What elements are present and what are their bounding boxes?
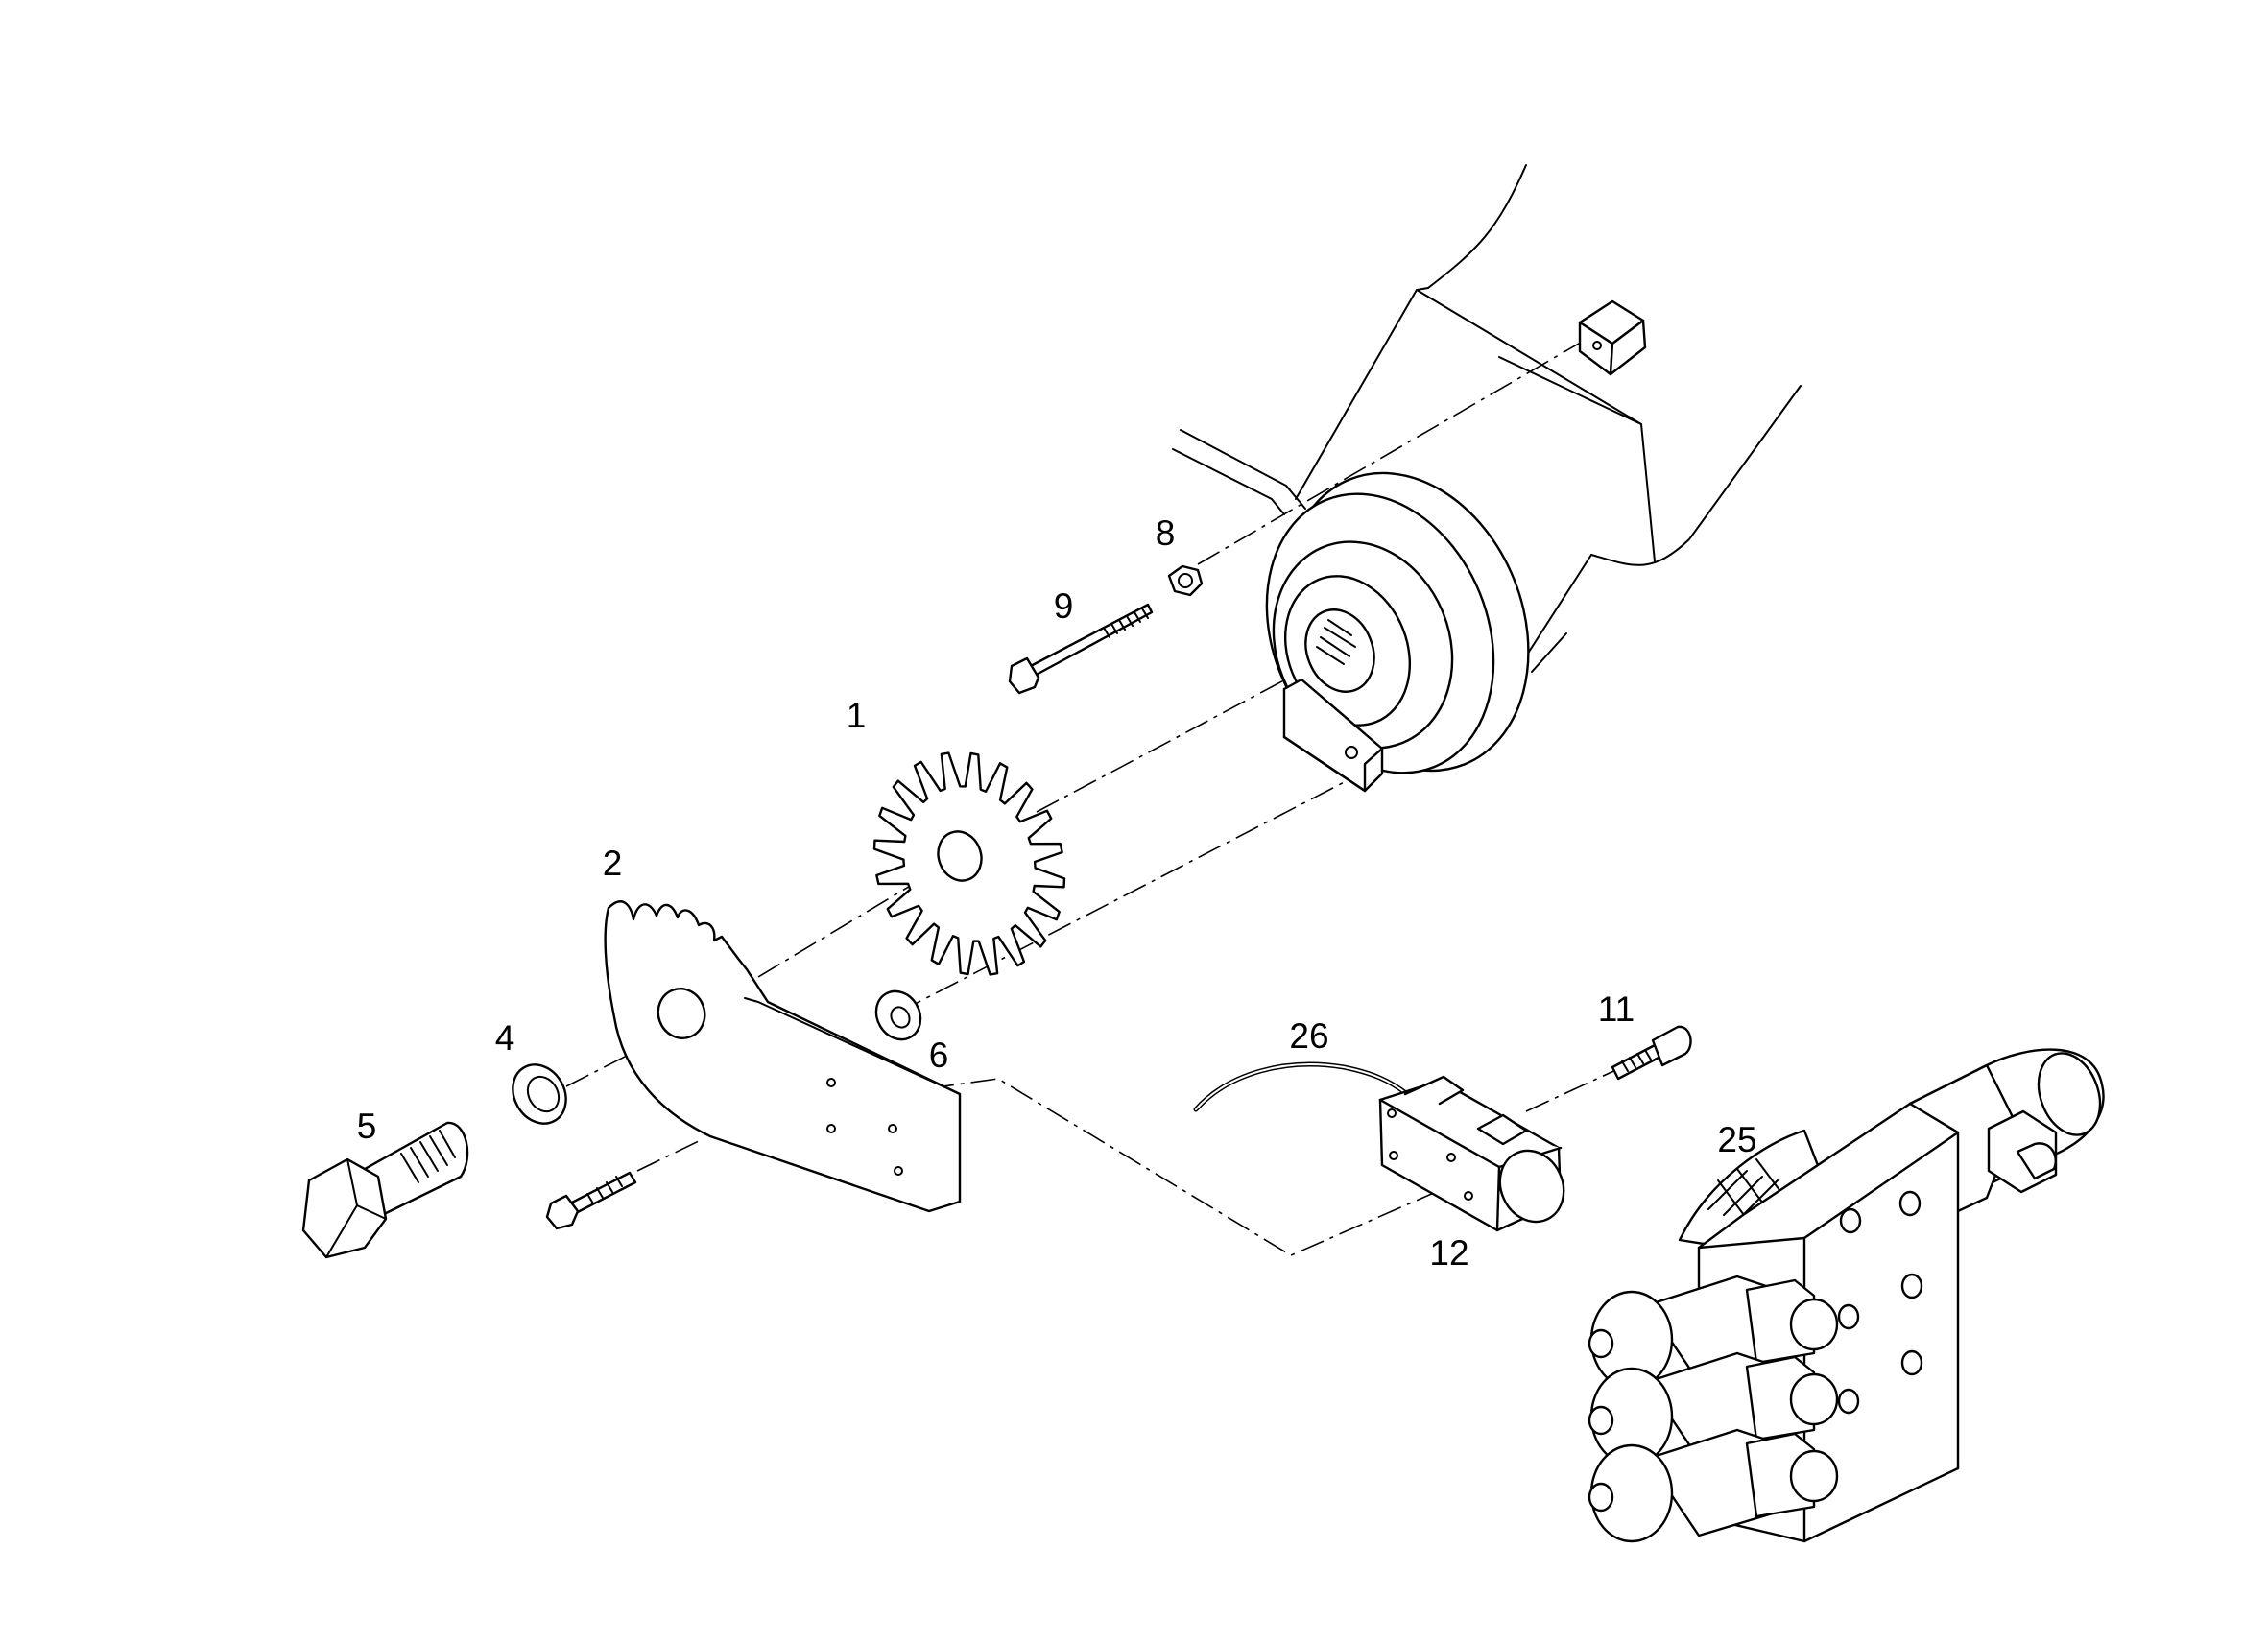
callout-part-8: 8 xyxy=(1156,513,1176,553)
machine-arm xyxy=(1172,164,1802,673)
mount-plate xyxy=(1282,678,1384,793)
callout-part-12: 12 xyxy=(1429,1233,1468,1273)
sensor-part-12 xyxy=(1378,1075,1565,1232)
callout-labels: 1 2 4 5 6 8 9 11 12 25 26 xyxy=(357,513,1757,1273)
axis-screw-to-sensor xyxy=(1525,1066,1623,1112)
small-washer-part-6 xyxy=(874,989,922,1041)
axis-gear-to-hub xyxy=(1036,652,1337,813)
axis-screw-to-bracket xyxy=(636,1139,702,1172)
socket-screw-part-11 xyxy=(1611,1025,1692,1081)
axis-bolt-to-washer xyxy=(565,1026,684,1087)
axis-bracket-to-gear xyxy=(757,855,961,978)
square-block xyxy=(1578,299,1647,376)
callout-part-6: 6 xyxy=(929,1036,949,1075)
valve-cartridge-bottom xyxy=(1588,1428,1839,1543)
axis-nut-to-block xyxy=(1197,333,1596,565)
washer-part-4 xyxy=(512,1063,567,1125)
callout-part-9: 9 xyxy=(1054,586,1074,626)
bracket-part-2 xyxy=(604,900,962,1213)
axis-washer-to-plate xyxy=(897,774,1358,1013)
callout-part-2: 2 xyxy=(603,844,623,883)
callout-part-26: 26 xyxy=(1289,1016,1328,1056)
pivot-hub xyxy=(1265,471,1530,774)
hex-nut-part-8 xyxy=(1167,564,1204,597)
callout-part-4: 4 xyxy=(495,1018,515,1058)
long-bolt-part-9 xyxy=(1008,603,1154,695)
callout-part-1: 1 xyxy=(847,696,867,735)
cable-part-26 xyxy=(1193,1061,1410,1112)
valve-cartridge-middle xyxy=(1588,1351,1839,1466)
hex-bolt-part-5 xyxy=(301,1121,469,1259)
assembly-axes xyxy=(565,333,1623,1256)
small-screw xyxy=(545,1171,637,1230)
callout-part-5: 5 xyxy=(357,1107,377,1146)
axis-bracket-to-sensor xyxy=(928,1078,1474,1256)
callout-part-25: 25 xyxy=(1717,1120,1756,1159)
toothed-gear-part-1 xyxy=(872,751,1066,976)
valve-block-part-25 xyxy=(1588,1048,2105,1543)
callout-part-11: 11 xyxy=(1598,989,1635,1029)
